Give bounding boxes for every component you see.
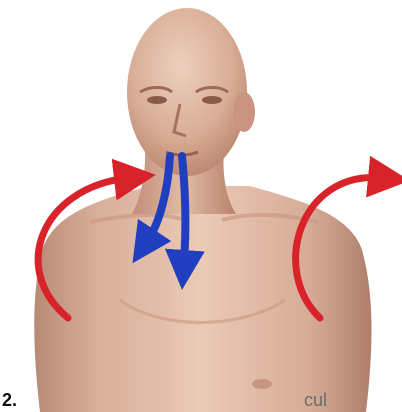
exhale-arrow-right <box>182 156 185 262</box>
caption-fragment: cul <box>304 390 327 410</box>
torso <box>34 186 371 412</box>
head <box>127 8 255 176</box>
caption-number: 2. <box>2 390 17 410</box>
